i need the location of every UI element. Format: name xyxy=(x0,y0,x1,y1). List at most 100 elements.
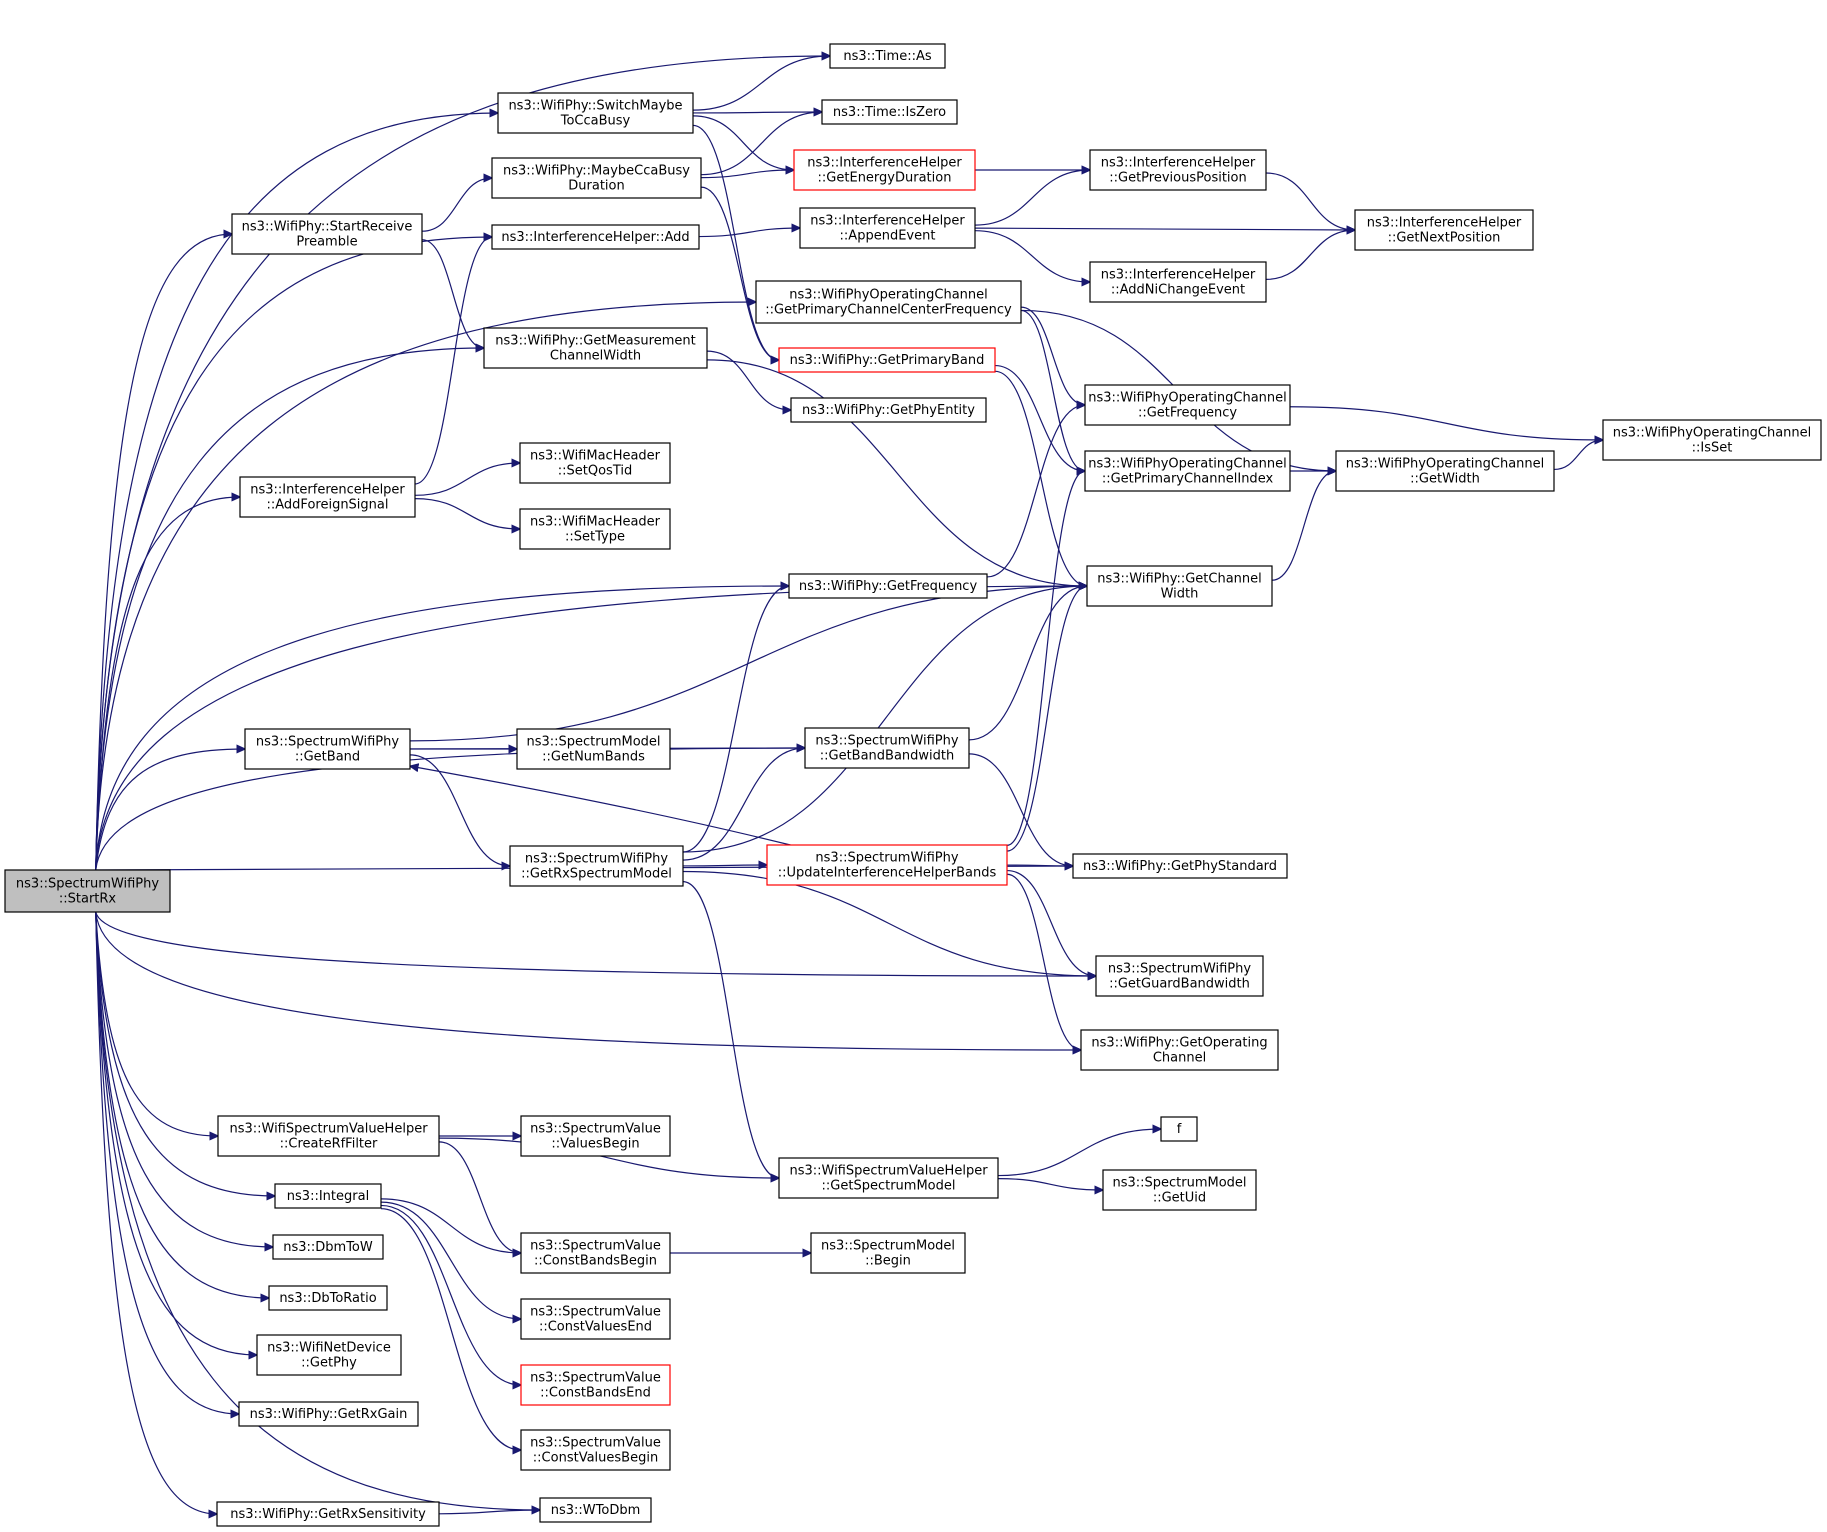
node-opch-get-frequency[interactable]: ns3::WifiPhyOperatingChannel::GetFrequen… xyxy=(1084,384,1291,426)
node-box-set-type[interactable] xyxy=(519,508,671,550)
node-opch-get-primary-channel-index[interactable]: ns3::WifiPhyOperatingChannel::GetPrimary… xyxy=(1084,450,1291,492)
node-box-get-primary-band[interactable] xyxy=(778,347,996,373)
node-box-switch-maybe-cca[interactable] xyxy=(497,92,694,134)
node-box-startrx[interactable] xyxy=(4,869,171,913)
node-box-const-values-end[interactable] xyxy=(520,1298,671,1340)
node-get-rx-spectrum-model[interactable]: ns3::SpectrumWifiPhy::GetRxSpectrumModel xyxy=(509,845,684,887)
node-box-const-bands-begin[interactable] xyxy=(520,1232,671,1274)
node-ih-add[interactable]: ns3::InterferenceHelper::Add xyxy=(491,224,700,250)
node-box-opch-isset[interactable] xyxy=(1602,419,1822,461)
node-box-time-as[interactable] xyxy=(829,43,946,69)
node-set-type[interactable]: ns3::WifiMacHeader::SetType xyxy=(519,508,671,550)
node-get-primary-band[interactable]: ns3::WifiPhy::GetPrimaryBand xyxy=(778,347,996,373)
node-box-opch-get-primary-channel-index[interactable] xyxy=(1084,450,1291,492)
node-get-rx-sensitivity[interactable]: ns3::WifiPhy::GetRxSensitivity xyxy=(216,1501,440,1527)
node-box-const-values-begin[interactable] xyxy=(520,1429,671,1471)
node-box-get-phy-standard[interactable] xyxy=(1072,853,1288,879)
node-get-band-bandwidth[interactable]: ns3::SpectrumWifiPhy::GetBandBandwidth xyxy=(804,727,970,769)
node-box-db-to-ratio[interactable] xyxy=(268,1285,388,1311)
node-db-to-ratio[interactable]: ns3::DbToRatio xyxy=(268,1285,388,1311)
node-netdevice-get-phy[interactable]: ns3::WifiNetDevice::GetPhy xyxy=(256,1334,402,1376)
node-integral[interactable]: ns3::Integral xyxy=(274,1183,382,1209)
node-append-event[interactable]: ns3::InterferenceHelper::AppendEvent xyxy=(799,207,976,249)
node-w-to-dbm[interactable]: ns3::WToDbm xyxy=(539,1497,652,1523)
node-update-interference-helper-bands[interactable]: ns3::SpectrumWifiPhy::UpdateInterference… xyxy=(766,844,1008,886)
node-const-bands-end[interactable]: ns3::SpectrumValue::ConstBandsEnd xyxy=(520,1364,671,1406)
node-box-get-measurement-channel-width[interactable] xyxy=(483,327,708,369)
node-spectrum-get-band[interactable]: ns3::SpectrumWifiPhy::GetBand xyxy=(244,728,411,770)
node-box-time-iszero[interactable] xyxy=(821,99,958,125)
node-get-num-bands[interactable]: ns3::SpectrumModel::GetNumBands xyxy=(516,728,671,770)
node-box-spectrum-get-band[interactable] xyxy=(244,728,411,770)
node-box-get-band-bandwidth[interactable] xyxy=(804,727,970,769)
node-box-get-guard-bandwidth[interactable] xyxy=(1095,955,1264,997)
node-box-add-foreign-signal[interactable] xyxy=(239,476,416,518)
node-box-get-rx-spectrum-model[interactable] xyxy=(509,845,684,887)
node-box-get-energy-duration[interactable] xyxy=(793,149,976,191)
node-box-get-num-bands[interactable] xyxy=(516,728,671,770)
node-startrx[interactable]: ns3::SpectrumWifiPhy::StartRx xyxy=(4,869,171,913)
node-box-get-operating-channel[interactable] xyxy=(1080,1029,1279,1071)
node-get-primary-channel-center-freq[interactable]: ns3::WifiPhyOperatingChannel::GetPrimary… xyxy=(755,280,1022,324)
node-box-const-bands-end[interactable] xyxy=(520,1364,671,1406)
node-box-ih-add[interactable] xyxy=(491,224,700,250)
node-box-get-previous-position[interactable] xyxy=(1089,149,1267,191)
node-box-get-phy-entity[interactable] xyxy=(790,397,987,423)
node-box-w-to-dbm[interactable] xyxy=(539,1497,652,1523)
node-get-previous-position[interactable]: ns3::InterferenceHelper::GetPreviousPosi… xyxy=(1089,149,1267,191)
node-box-start-receive-preamble[interactable] xyxy=(231,213,423,255)
node-values-begin[interactable]: ns3::SpectrumValue::ValuesBegin xyxy=(520,1115,671,1157)
node-box-dbm-to-w[interactable] xyxy=(272,1234,384,1260)
node-box-get-uid[interactable] xyxy=(1102,1169,1257,1211)
node-opch-get-width[interactable]: ns3::WifiPhyOperatingChannel::GetWidth xyxy=(1335,450,1555,492)
node-time-as[interactable]: ns3::Time::As xyxy=(829,43,946,69)
node-get-guard-bandwidth[interactable]: ns3::SpectrumWifiPhy::GetGuardBandwidth xyxy=(1095,955,1264,997)
node-time-iszero[interactable]: ns3::Time::IsZero xyxy=(821,99,958,125)
node-get-uid[interactable]: ns3::SpectrumModel::GetUid xyxy=(1102,1169,1257,1211)
node-get-energy-duration[interactable]: ns3::InterferenceHelper::GetEnergyDurati… xyxy=(793,149,976,191)
node-box-netdevice-get-phy[interactable] xyxy=(256,1334,402,1376)
node-box-sm-begin[interactable] xyxy=(810,1232,966,1274)
node-create-rf-filter[interactable]: ns3::WifiSpectrumValueHelper::CreateRfFi… xyxy=(217,1115,440,1157)
node-box-maybe-cca-duration[interactable] xyxy=(491,157,702,199)
node-dbm-to-w[interactable]: ns3::DbmToW xyxy=(272,1234,384,1260)
node-box-get-primary-channel-center-freq[interactable] xyxy=(755,280,1022,324)
node-const-values-end[interactable]: ns3::SpectrumValue::ConstValuesEnd xyxy=(520,1298,671,1340)
node-add-foreign-signal[interactable]: ns3::InterferenceHelper::AddForeignSigna… xyxy=(239,476,416,518)
node-box-get-next-position[interactable] xyxy=(1354,209,1534,251)
node-box-append-event[interactable] xyxy=(799,207,976,249)
node-box-wifiphy-get-frequency[interactable] xyxy=(788,573,988,599)
node-box-update-interference-helper-bands[interactable] xyxy=(766,844,1008,886)
node-get-phy-standard[interactable]: ns3::WifiPhy::GetPhyStandard xyxy=(1072,853,1288,879)
node-box-get-spectrum-model[interactable] xyxy=(778,1157,999,1199)
node-box-set-qos-tid[interactable] xyxy=(519,442,671,484)
node-const-values-begin[interactable]: ns3::SpectrumValue::ConstValuesBegin xyxy=(520,1429,671,1471)
node-wifiphy-get-frequency[interactable]: ns3::WifiPhy::GetFrequency xyxy=(788,573,988,599)
node-box-get-channel-width[interactable] xyxy=(1086,565,1273,607)
node-box-opch-get-frequency[interactable] xyxy=(1084,384,1291,426)
node-get-next-position[interactable]: ns3::InterferenceHelper::GetNextPosition xyxy=(1354,209,1534,251)
node-get-rx-gain[interactable]: ns3::WifiPhy::GetRxGain xyxy=(238,1401,419,1427)
node-box-add-ni-change-event[interactable] xyxy=(1089,261,1267,303)
node-sm-begin[interactable]: ns3::SpectrumModel::Begin xyxy=(810,1232,966,1274)
node-add-ni-change-event[interactable]: ns3::InterferenceHelper::AddNiChangeEven… xyxy=(1089,261,1267,303)
node-f[interactable]: f xyxy=(1160,1116,1198,1142)
node-box-opch-get-width[interactable] xyxy=(1335,450,1555,492)
node-box-f[interactable] xyxy=(1160,1116,1198,1142)
node-box-integral[interactable] xyxy=(274,1183,382,1209)
node-get-spectrum-model[interactable]: ns3::WifiSpectrumValueHelper::GetSpectru… xyxy=(778,1157,999,1199)
node-opch-isset[interactable]: ns3::WifiPhyOperatingChannel::IsSet xyxy=(1602,419,1822,461)
node-get-phy-entity[interactable]: ns3::WifiPhy::GetPhyEntity xyxy=(790,397,987,423)
node-box-create-rf-filter[interactable] xyxy=(217,1115,440,1157)
node-set-qos-tid[interactable]: ns3::WifiMacHeader::SetQosTid xyxy=(519,442,671,484)
node-const-bands-begin[interactable]: ns3::SpectrumValue::ConstBandsBegin xyxy=(520,1232,671,1274)
node-box-values-begin[interactable] xyxy=(520,1115,671,1157)
node-box-get-rx-gain[interactable] xyxy=(238,1401,419,1427)
node-box-get-rx-sensitivity[interactable] xyxy=(216,1501,440,1527)
